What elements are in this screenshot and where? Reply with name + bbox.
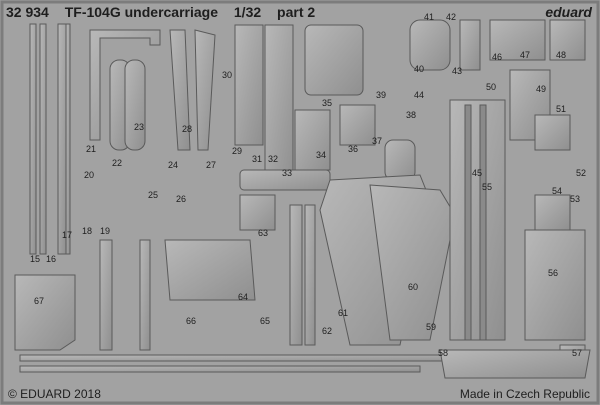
part-number-label: 45 (472, 168, 482, 178)
bay-door-parts (319, 99, 506, 346)
part-number-label: 50 (486, 82, 496, 92)
brand-logo: eduard (545, 4, 592, 20)
part-number-label: 23 (134, 122, 144, 132)
part-number-label: 42 (446, 12, 456, 22)
part-number-label: 24 (168, 160, 178, 170)
part-number-label: 36 (348, 144, 358, 154)
part-number-label: 57 (572, 348, 582, 358)
strap-parts-top (89, 24, 364, 186)
strip-parts-left (29, 23, 71, 255)
copyright-text: © EDUARD 2018 (8, 387, 101, 401)
plate-parts-bottom-left (14, 239, 256, 351)
part-number-label: 21 (86, 144, 96, 154)
fret-scale: 1/32 (233, 4, 262, 20)
part-number-label: 58 (438, 348, 448, 358)
part-number-label: 33 (282, 168, 292, 178)
part-number-label: 31 (252, 154, 262, 164)
part-number-label: 41 (424, 12, 434, 22)
part-number-label: 66 (186, 316, 196, 326)
part-number-label: 59 (426, 322, 436, 332)
part-number-label: 38 (406, 110, 416, 120)
part-number-label: 32 (268, 154, 278, 164)
part-number-label: 43 (452, 66, 462, 76)
part-number-label: 46 (492, 52, 502, 62)
part-number-label: 16 (46, 254, 56, 264)
part-number-label: 44 (414, 90, 424, 100)
right-side-parts (409, 19, 586, 366)
fret-header: 32 934 TF-104G undercarriage 1/32 part 2 (6, 4, 327, 20)
part-number-label: 19 (100, 226, 110, 236)
part-number-label: 53 (570, 194, 580, 204)
part-number-label: 30 (222, 70, 232, 80)
part-number-label: 47 (520, 50, 530, 60)
part-number-label: 63 (258, 228, 268, 238)
part-number-label: 52 (576, 168, 586, 178)
part-number-label: 62 (322, 326, 332, 336)
sheet-number: 32 934 (6, 4, 49, 20)
part-number-label: 64 (238, 292, 248, 302)
part-number-label: 48 (556, 50, 566, 60)
part-number-label: 28 (182, 124, 192, 134)
part-number-label: 17 (62, 230, 72, 240)
part-number-label: 29 (232, 146, 242, 156)
bottom-rail-parts (19, 349, 591, 379)
part-number-label: 39 (376, 90, 386, 100)
part-number-label: 26 (176, 194, 186, 204)
part-number-label: 35 (322, 98, 332, 108)
part-number-label: 40 (414, 64, 424, 74)
part-number-label: 20 (84, 170, 94, 180)
fret-title: TF-104G undercarriage (64, 4, 218, 20)
part-number-label: 22 (112, 158, 122, 168)
part-number-label: 18 (82, 226, 92, 236)
part-number-label: 54 (552, 186, 562, 196)
part-number-label: 27 (206, 160, 216, 170)
part-number-label: 25 (148, 190, 158, 200)
part-number-label: 51 (556, 104, 566, 114)
part-number-label: 60 (408, 282, 418, 292)
part-number-label: 34 (316, 150, 326, 160)
part-number-label: 15 (30, 254, 40, 264)
part-number-label: 56 (548, 268, 558, 278)
fret-part: part 2 (277, 4, 316, 20)
part-number-label: 61 (338, 308, 348, 318)
part-number-label: 67 (34, 296, 44, 306)
part-number-label: 37 (372, 136, 382, 146)
origin-text: Made in Czech Republic (459, 387, 590, 401)
part-number-label: 65 (260, 316, 270, 326)
part-number-label: 55 (482, 182, 492, 192)
part-number-label: 49 (536, 84, 546, 94)
